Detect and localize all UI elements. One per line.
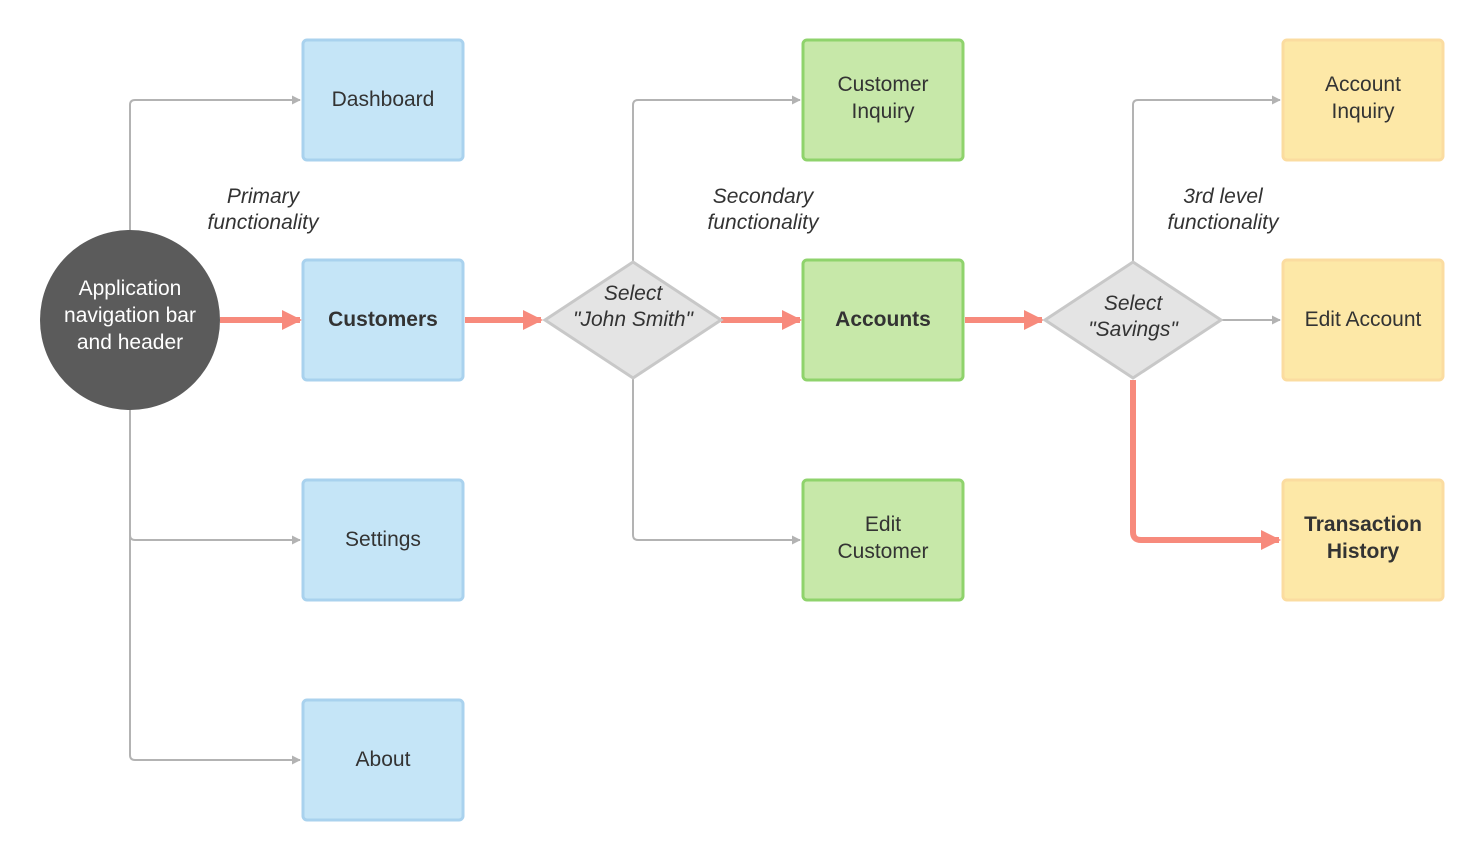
secondary-functionality-label-line-1: Secondary bbox=[713, 185, 815, 208]
primary-functionality-label-line-2: functionality bbox=[208, 211, 320, 234]
decision2-label-line-2: "Savings" bbox=[1088, 318, 1179, 341]
settings-box[interactable] bbox=[301, 478, 465, 602]
transaction-history-node[interactable]: Transaction History bbox=[1281, 478, 1445, 602]
decision1-label-line-1: Select bbox=[604, 282, 664, 305]
hub-label-line-1: Application bbox=[79, 277, 182, 300]
settings-node[interactable]: Settings bbox=[301, 478, 465, 602]
decision1-label-line-2: "John Smith" bbox=[573, 308, 695, 331]
primary-functionality-label-line-1: Primary bbox=[227, 185, 301, 208]
tertiary-functionality-label-line-2: functionality bbox=[1168, 211, 1280, 234]
hub-circle bbox=[40, 230, 220, 410]
edit-customer-label-line-2: Customer bbox=[837, 540, 928, 563]
customers-label: Customers bbox=[328, 308, 438, 331]
tertiary-column: Account Inquiry Edit Account Transaction… bbox=[1168, 38, 1445, 602]
hub-label-line-2: navigation bar bbox=[64, 304, 196, 327]
decision2-diamond bbox=[1042, 260, 1224, 380]
settings-label: Settings bbox=[345, 528, 421, 551]
connector-decision1-to-edit-customer bbox=[632, 378, 801, 545]
customer-inquiry-label-line-1: Customer bbox=[837, 73, 928, 96]
dashboard-box[interactable] bbox=[301, 38, 465, 162]
highlight-decision2-to-transaction-history bbox=[1130, 380, 1281, 550]
secondary-functionality-label-line-2: functionality bbox=[708, 211, 820, 234]
about-node[interactable]: About bbox=[301, 698, 465, 822]
about-label: About bbox=[356, 748, 411, 771]
decision-select-account: Select "Savings" bbox=[1042, 260, 1224, 380]
accounts-label: Accounts bbox=[835, 308, 931, 331]
tertiary-functionality-label-line-1: 3rd level bbox=[1183, 185, 1264, 208]
customers-node[interactable]: Customers bbox=[301, 258, 465, 382]
connector-hub-to-settings bbox=[129, 410, 301, 545]
accounts-node[interactable]: Accounts bbox=[801, 258, 965, 382]
transaction-history-label-line-2: History bbox=[1327, 540, 1400, 563]
edit-account-label: Edit Account bbox=[1305, 308, 1422, 331]
transaction-history-label-line-1: Transaction bbox=[1304, 513, 1422, 536]
customers-box[interactable] bbox=[301, 258, 465, 382]
account-inquiry-label-line-1: Account bbox=[1325, 73, 1401, 96]
edit-account-node[interactable]: Edit Account bbox=[1281, 258, 1445, 382]
decision1-diamond bbox=[542, 260, 724, 380]
about-box[interactable] bbox=[301, 698, 465, 822]
hub-label-line-3: and header bbox=[77, 331, 183, 354]
edit-customer-box[interactable] bbox=[801, 478, 965, 602]
secondary-column: Customer Inquiry Accounts Edit Customer … bbox=[708, 38, 965, 602]
connector-hub-to-dashboard bbox=[129, 95, 301, 230]
highlighted-path bbox=[220, 310, 1281, 550]
hub-node: Application navigation bar and header bbox=[40, 230, 220, 410]
primary-column: Dashboard Customers Settings About Prima… bbox=[208, 38, 465, 822]
transaction-history-box[interactable] bbox=[1281, 478, 1445, 602]
customer-inquiry-label-line-2: Inquiry bbox=[851, 100, 915, 123]
account-inquiry-node[interactable]: Account Inquiry bbox=[1281, 38, 1445, 162]
customer-inquiry-box[interactable] bbox=[801, 38, 965, 162]
dashboard-label: Dashboard bbox=[332, 88, 435, 111]
account-inquiry-label-line-2: Inquiry bbox=[1331, 100, 1395, 123]
connector-decision2-to-account-inquiry bbox=[1132, 95, 1281, 262]
decision2-label-line-1: Select bbox=[1104, 292, 1164, 315]
accounts-box[interactable] bbox=[801, 258, 965, 382]
connector-hub-to-about bbox=[129, 410, 301, 765]
edit-customer-node[interactable]: Edit Customer bbox=[801, 478, 965, 602]
connector-decision1-to-customer-inquiry bbox=[632, 95, 801, 262]
edit-account-box[interactable] bbox=[1281, 258, 1445, 382]
customer-inquiry-node[interactable]: Customer Inquiry bbox=[801, 38, 965, 162]
account-inquiry-box[interactable] bbox=[1281, 38, 1445, 162]
dashboard-node[interactable]: Dashboard bbox=[301, 38, 465, 162]
decision-select-customer: Select "John Smith" bbox=[542, 260, 724, 380]
thin-connectors bbox=[129, 95, 1281, 765]
edit-customer-label-line-1: Edit bbox=[865, 513, 901, 536]
